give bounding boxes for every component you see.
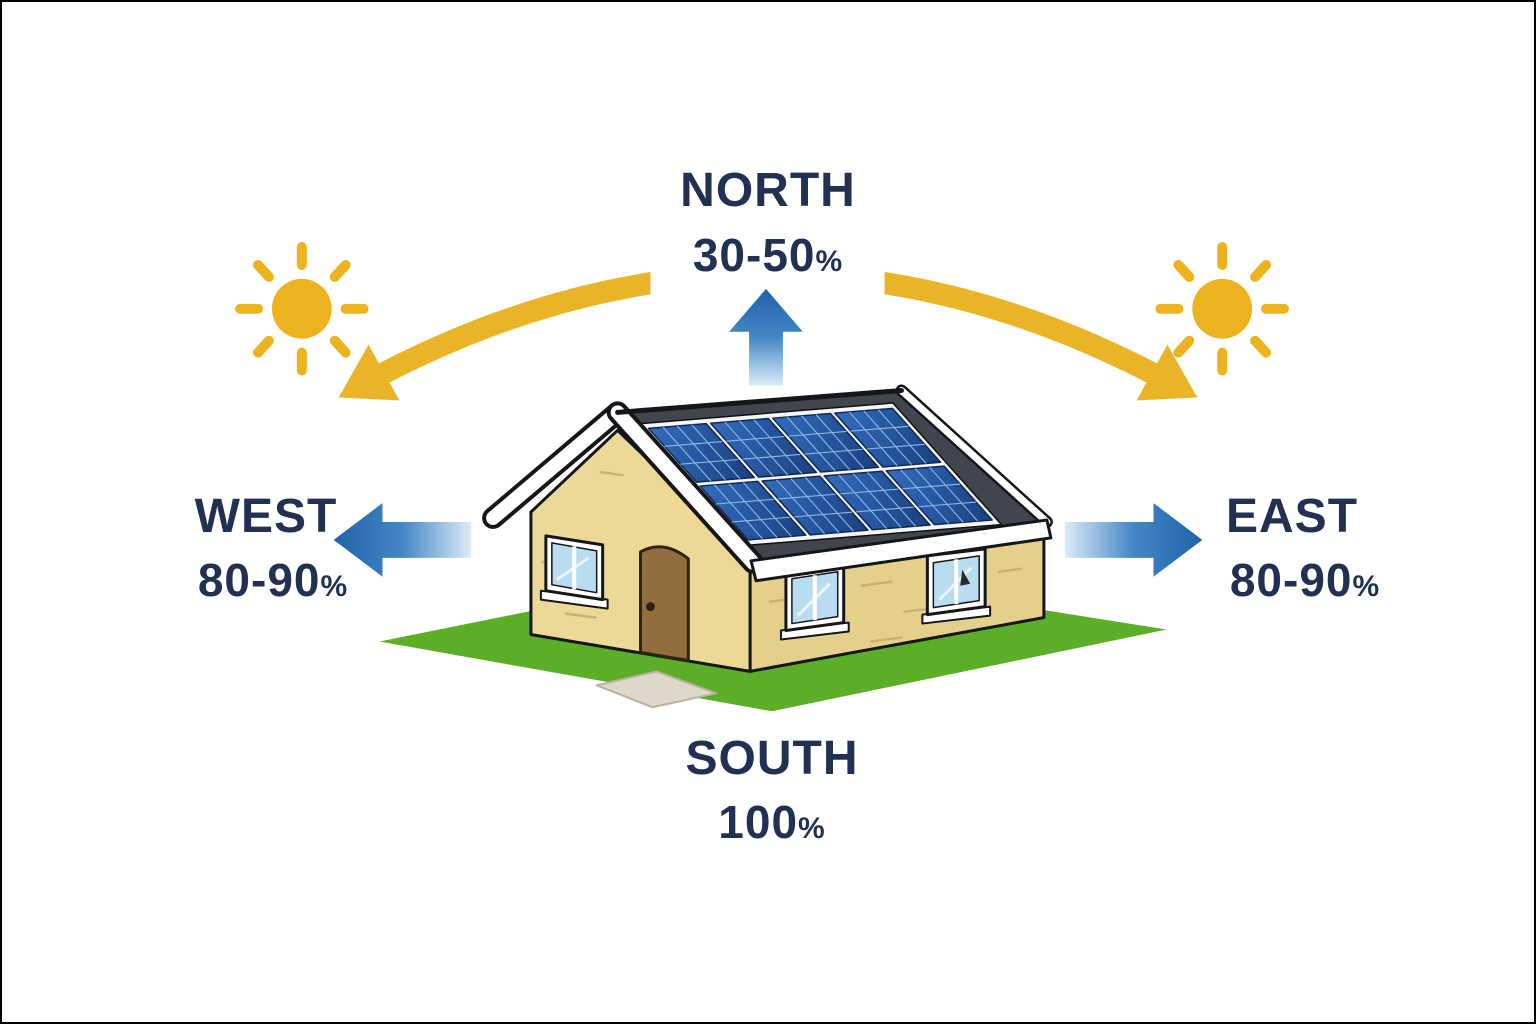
- sun-icon-left: [235, 242, 369, 376]
- south-value-unit: %: [798, 812, 826, 845]
- west-label: WEST: [194, 490, 338, 543]
- walkway: [595, 670, 718, 709]
- front-window-2: [921, 547, 992, 625]
- sun-path-arc-icon: [338, 236, 1198, 401]
- east-value-number: 80-90: [1229, 554, 1353, 606]
- roof-trim: [482, 384, 1053, 583]
- south-label: SOUTH: [685, 732, 859, 785]
- south-value: 100%: [718, 797, 825, 848]
- gable-window: [539, 534, 609, 610]
- north-value-number: 30-50: [692, 229, 816, 281]
- arc-arrowhead-right: [1136, 344, 1198, 401]
- north-value-unit: %: [815, 245, 844, 278]
- sun-icon-right: [1155, 242, 1289, 376]
- front-window-1: [779, 563, 850, 641]
- east-label: EAST: [1225, 490, 1359, 543]
- west-value: 80-90%: [198, 555, 348, 606]
- north-arrow-icon: [729, 288, 803, 386]
- west-arrow-icon: [333, 503, 472, 577]
- east-value: 80-90%: [1230, 555, 1380, 606]
- west-value-unit: %: [320, 570, 349, 603]
- west-value-number: 80-90: [197, 554, 321, 606]
- east-value-unit: %: [1352, 570, 1381, 603]
- house-solar-illustration: [379, 384, 1167, 711]
- north-label: NORTH: [680, 164, 856, 217]
- north-value: 30-50%: [693, 230, 843, 281]
- east-arrow-icon: [1064, 503, 1203, 577]
- arc-arrowhead-left: [338, 344, 400, 401]
- front-door: [639, 545, 690, 662]
- south-value-number: 100: [718, 796, 799, 848]
